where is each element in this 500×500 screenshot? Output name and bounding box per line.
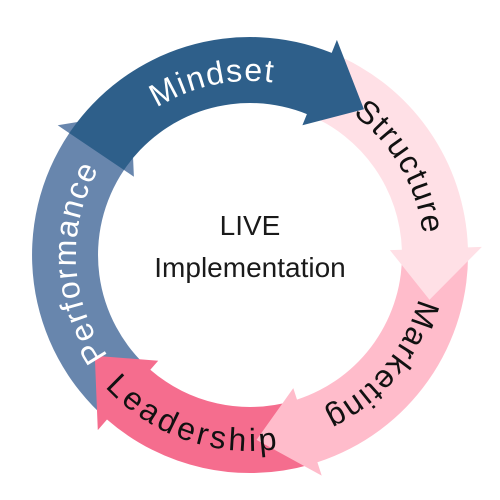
center-label: LIVE Implementation xyxy=(120,205,380,289)
marketing-arrow xyxy=(256,247,469,476)
mindset-arrow xyxy=(69,37,364,170)
center-title: LIVE xyxy=(219,210,281,241)
center-subtitle: Implementation xyxy=(154,252,346,283)
structure-arrow xyxy=(306,52,482,300)
leadership-arrow xyxy=(94,355,311,474)
performance-arrow xyxy=(32,113,151,420)
